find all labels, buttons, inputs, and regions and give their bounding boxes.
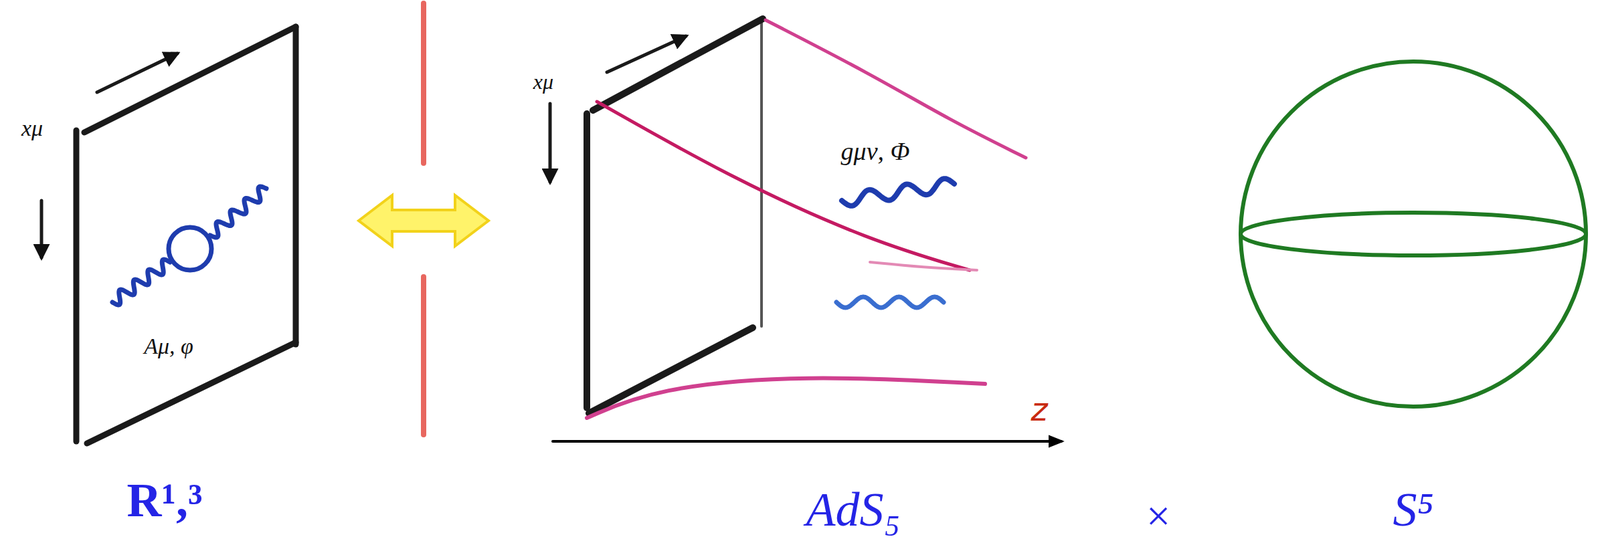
direction-arrow: [606, 36, 686, 73]
bulk-curve: [586, 378, 986, 419]
boundary-edge: [760, 20, 763, 327]
bulk-curve: [765, 20, 1026, 158]
bulk-curve: [869, 262, 977, 271]
space-label: AdS₅: [805, 485, 901, 535]
bulk-curve: [596, 101, 970, 271]
direction-arrow: [548, 103, 553, 183]
sphere-equator: [1240, 212, 1586, 256]
boundary-edge: [592, 18, 763, 111]
divider-line: [420, 277, 427, 435]
sphere: [1240, 61, 1586, 407]
boundary-edge: [583, 113, 591, 409]
direction-arrow: [40, 200, 44, 258]
propagator-wave: [112, 259, 170, 306]
divider-line: [420, 3, 427, 164]
sheet-edge: [73, 130, 80, 442]
direction-arrow: [97, 53, 178, 93]
boundary-edge: [588, 327, 753, 414]
coordinate-label: xμ: [533, 70, 554, 93]
field-label: Aμ, φ: [143, 335, 194, 359]
equivalence-arrow: [358, 195, 489, 247]
sheet-edge: [84, 26, 296, 133]
z-axis: [552, 440, 1062, 443]
sheet-edge: [293, 26, 300, 345]
graviton-wave: [841, 178, 955, 207]
field-label: gμν, Φ: [841, 138, 911, 164]
graviton-wave: [836, 297, 944, 308]
coordinate-label: xμ: [21, 117, 43, 140]
loop: [168, 227, 212, 271]
axis-label: z: [1030, 393, 1048, 426]
product-sign: ×: [1146, 495, 1171, 539]
space-label: S⁵: [1392, 485, 1434, 535]
space-label: R¹,³: [126, 476, 203, 525]
propagator-wave: [210, 186, 267, 238]
